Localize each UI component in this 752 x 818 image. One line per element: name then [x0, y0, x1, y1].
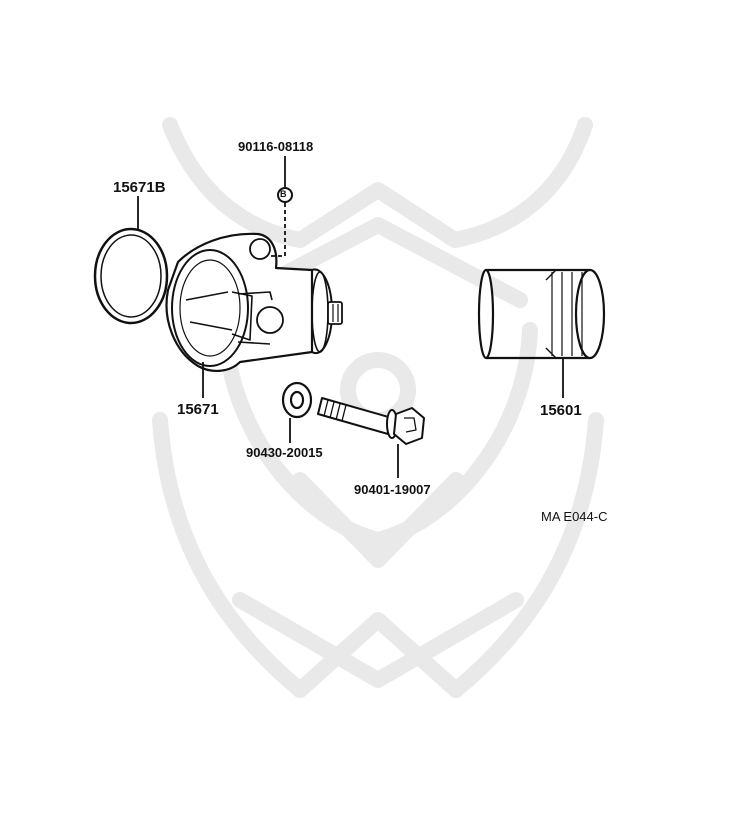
washer-part-number: 90430-20015 — [246, 445, 323, 460]
bracket-part-number: 15671 — [177, 401, 219, 418]
plug-part-number: 90116-08118 — [238, 139, 314, 154]
plug-letter: B — [280, 189, 287, 199]
washer — [281, 381, 313, 419]
gasket-ring — [93, 227, 169, 325]
drawing-code: MA E044-C — [541, 509, 608, 524]
oil-filter-bracket — [165, 232, 343, 372]
plug-marker — [277, 187, 293, 203]
bolt-part-number: 90401-19007 — [354, 482, 431, 497]
filter-part-number: 15601 — [540, 402, 582, 419]
oil-filter — [477, 268, 606, 360]
watermark-emblem — [152, 117, 604, 698]
union-bolt — [317, 397, 425, 445]
gasket-part-number: 15671B — [113, 179, 166, 196]
leader-lines — [137, 156, 564, 478]
